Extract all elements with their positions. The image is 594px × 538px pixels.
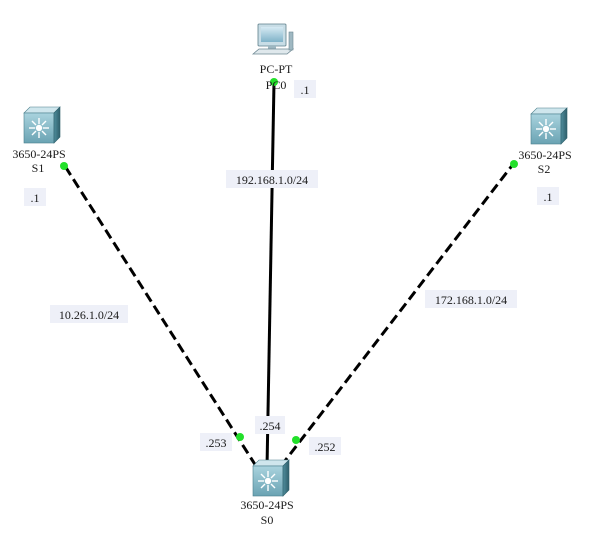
multilayer-switch-icon [23,106,61,144]
address-label-s1: .1 [24,188,46,206]
device-model-label: PC-PT [260,62,293,76]
port-status-pc0 [270,78,278,86]
address-label-s2: .1 [537,187,559,205]
address-label-s0-pc0: .254 [255,416,285,434]
svg-text:.1: .1 [301,83,310,97]
device-name-label: S1 [32,161,45,175]
svg-text:.252: .252 [315,440,336,454]
multilayer-switch-icon [530,107,568,145]
address-label-s0-s1: .253 [200,433,232,451]
svg-text:.254: .254 [260,419,281,433]
device-name-label: S0 [261,513,274,527]
device-name-label: S2 [538,162,551,176]
network-label-s0-s1: 10.26.1.0/24 [50,305,128,323]
device-s0[interactable]: 3650-24PS S0 [240,459,294,527]
device-name-label: PC0 [266,78,287,92]
computer-icon [251,23,295,55]
network-label-s0-s2: 172.168.1.0/24 [425,290,517,308]
svg-text:.1: .1 [31,191,40,205]
svg-text:192.168.1.0/24: 192.168.1.0/24 [236,173,308,187]
port-status-s2 [510,160,518,168]
device-s1[interactable]: 3650-24PS S1 [12,106,66,175]
link-s0-s2[interactable] [279,162,516,467]
svg-text:172.168.1.0/24: 172.168.1.0/24 [435,293,507,307]
device-s2[interactable]: 3650-24PS S2 [518,107,572,176]
multilayer-switch-icon [252,459,290,497]
port-status-s1 [60,162,68,170]
device-model-label: 3650-24PS [240,498,293,512]
device-model-label: 3650-24PS [518,148,571,162]
svg-text:.253: .253 [206,436,227,450]
device-model-label: 3650-24PS [12,147,65,161]
svg-text:.1: .1 [544,190,553,204]
address-label-pc0: .1 [294,80,316,98]
svg-text:10.26.1.0/24: 10.26.1.0/24 [59,308,119,322]
port-status-s0-s1 [236,433,244,441]
port-status-s0-s2 [292,436,300,444]
address-label-s0-s2: .252 [309,437,341,455]
link-s0-pc0[interactable] [265,81,276,469]
device-pc0[interactable]: PC-PT PC0 [251,23,295,92]
network-label-s0-pc0: 192.168.1.0/24 [226,170,318,188]
